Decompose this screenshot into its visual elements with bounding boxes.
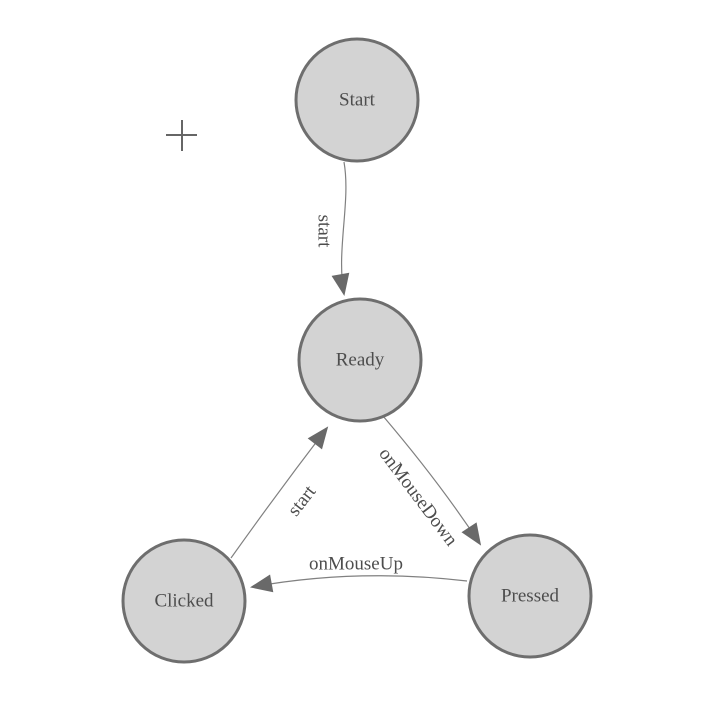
edge-label-start-to-ready: start xyxy=(314,215,335,248)
node-pressed-circle xyxy=(467,533,593,659)
node-clicked[interactable]: Clicked xyxy=(121,538,247,664)
node-start-circle xyxy=(294,37,420,163)
node-ready-label: Ready xyxy=(336,350,385,371)
edge-ready-to-pressed[interactable] xyxy=(382,415,482,546)
edge-clicked-to-ready[interactable] xyxy=(230,426,329,559)
edge-start-to-ready[interactable] xyxy=(331,161,350,296)
node-pressed-label: Pressed xyxy=(501,586,560,607)
edge-label-clicked-to-ready: start xyxy=(284,481,321,520)
edge-label-ready-to-pressed: onMouseDown xyxy=(374,444,462,551)
node-ready[interactable]: Ready xyxy=(297,297,423,423)
node-ready-circle xyxy=(297,297,423,423)
node-clicked-label: Clicked xyxy=(154,591,214,612)
edge-label-pressed-to-clicked: onMouseUp xyxy=(309,554,403,575)
node-start-label: Start xyxy=(339,90,376,111)
node-clicked-circle xyxy=(121,538,247,664)
crosshair-plus-icon xyxy=(166,120,197,151)
edge-pressed-to-clicked[interactable] xyxy=(250,574,468,593)
node-start[interactable]: Start xyxy=(294,37,420,163)
node-pressed[interactable]: Pressed xyxy=(467,533,593,659)
